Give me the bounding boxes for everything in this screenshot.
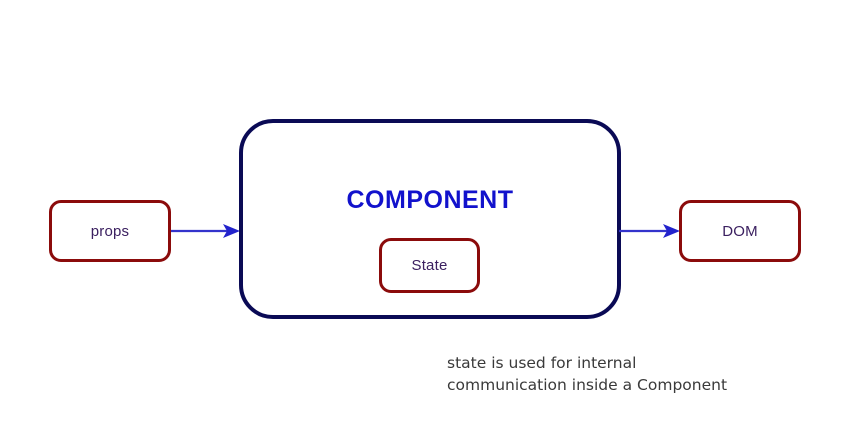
arrow-component-to-dom: [619, 224, 680, 238]
arrow-head-icon: [663, 224, 680, 238]
node-dom-label: DOM: [722, 222, 758, 240]
node-state-label: State: [411, 257, 448, 274]
arrow-head-icon: [223, 224, 240, 238]
node-props-label: props: [90, 222, 130, 240]
node-dom[interactable]: DOM: [679, 200, 801, 262]
node-component-label: COMPONENT: [346, 186, 514, 214]
node-props[interactable]: props: [49, 200, 171, 262]
arrow-props-to-component: [171, 224, 240, 238]
node-state[interactable]: State: [379, 238, 480, 293]
diagram-caption: state is used for internal communication…: [447, 354, 728, 394]
